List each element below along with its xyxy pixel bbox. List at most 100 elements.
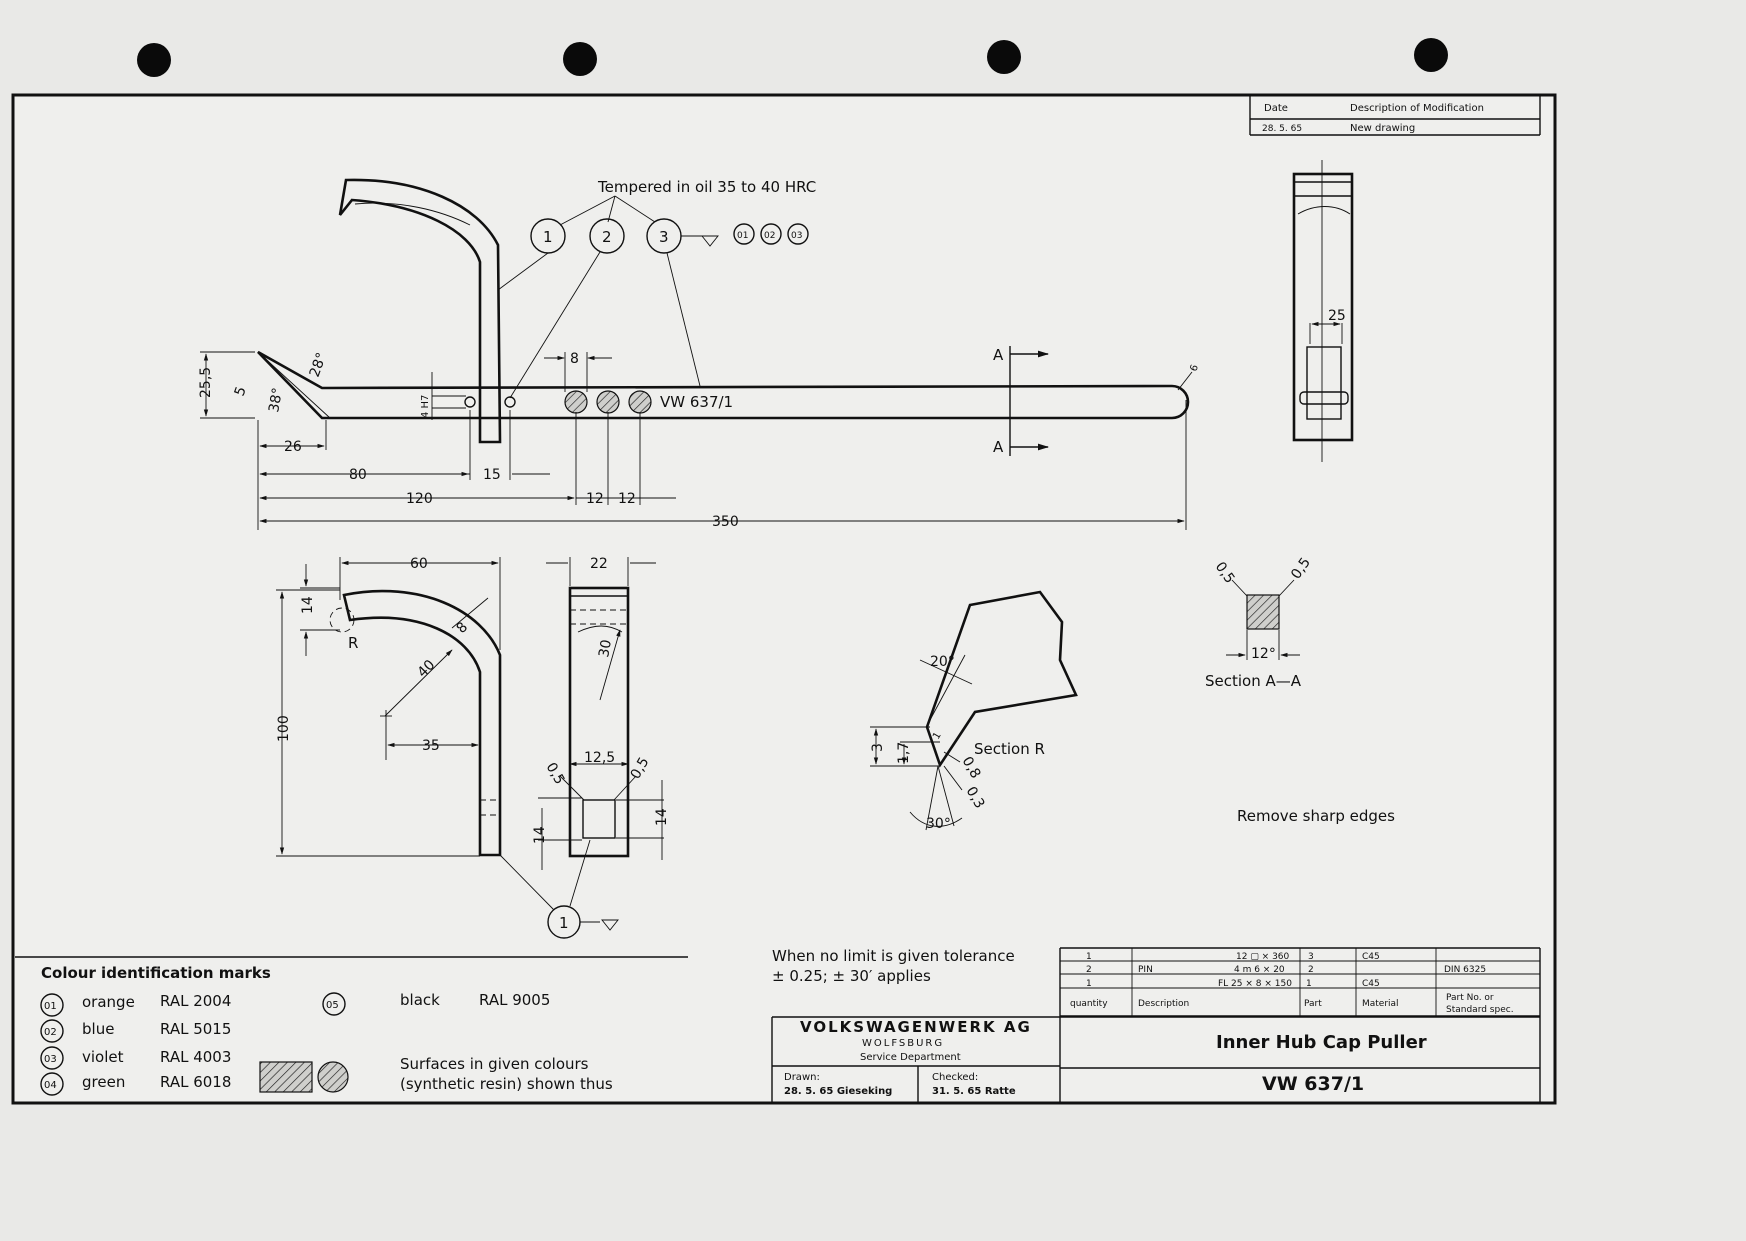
dim-22: 22: [590, 556, 608, 572]
drawn-value: 28. 5. 65 Gieseking: [784, 1086, 892, 1097]
dim-6: 6: [1188, 363, 1201, 373]
dim-25-5: 25,5: [198, 367, 214, 398]
callout-2-label: 2: [602, 228, 612, 246]
rev-col-date: Date: [1264, 103, 1288, 114]
colour-mark-02: 02: [764, 231, 775, 241]
legend-name: green: [82, 1073, 125, 1091]
dim-12b: 12: [618, 491, 636, 507]
legend-num: 02: [44, 1027, 57, 1038]
legend-num: 03: [44, 1054, 57, 1065]
legend-name: blue: [82, 1020, 114, 1038]
revision-table: Date Description of Modification 28. 5. …: [1249, 95, 1541, 136]
legend-num: 01: [44, 1001, 57, 1012]
section-aa-label: Section A—A: [1205, 672, 1302, 690]
rev-col-desc: Description of Modification: [1350, 103, 1484, 114]
dim-3: 3: [870, 743, 886, 752]
dim-14-left: 14: [532, 826, 548, 844]
company-dept: Service Department: [860, 1052, 961, 1063]
legend-ral: RAL 9005: [479, 991, 550, 1009]
header-desc: Description: [1138, 999, 1189, 1009]
header-qty: quantity: [1070, 999, 1108, 1009]
dim-80: 80: [349, 467, 367, 483]
colour-legend-title: Colour identification marks: [41, 964, 271, 982]
dim-14-hook: 14: [300, 596, 316, 614]
dim-30: 30: [596, 638, 615, 658]
binder-hole: [137, 43, 171, 77]
section-a-top: A: [993, 346, 1004, 364]
binder-hole: [987, 40, 1021, 74]
section-a-bottom: A: [993, 438, 1004, 456]
dim-350: 350: [712, 514, 739, 530]
dim-35: 35: [422, 738, 440, 754]
legend-name: black: [400, 991, 440, 1009]
part-material: C45: [1362, 952, 1380, 962]
dim-8: 8: [570, 351, 579, 367]
checked-value: 31. 5. 65 Ratte: [932, 1086, 1016, 1097]
part-num: 3: [1308, 952, 1314, 962]
section-aa-view: 0,5 0,5 12° Section A—A: [1205, 555, 1314, 690]
part-desc: PIN: [1138, 965, 1153, 975]
colour-legend: Colour identification marks 01 orange RA…: [40, 964, 613, 1096]
callout-2: [589, 218, 625, 254]
dim-60: 60: [410, 556, 428, 572]
title-block: VOLKSWAGENWERK AG WOLFSBURG Service Depa…: [771, 1016, 1540, 1103]
part-qty: 1: [1086, 952, 1092, 962]
dim-1-7: 1,7: [896, 742, 912, 764]
dim-12deg: 12°: [1251, 646, 1276, 662]
drawing-title: Inner Hub Cap Puller: [1216, 1032, 1427, 1053]
callout-1-label: 1: [543, 228, 553, 246]
legend-ral: RAL 6018: [160, 1073, 231, 1091]
surfaces-line2: (synthetic resin) shown thus: [400, 1075, 613, 1093]
colour-mark-01: 01: [737, 231, 748, 241]
callout-1-bottom-label: 1: [559, 914, 569, 932]
dim-14-right: 14: [654, 808, 670, 826]
dim-4h7: 4 H7: [420, 395, 431, 418]
legend-name: violet: [82, 1048, 124, 1066]
legend-name: orange: [82, 993, 135, 1011]
part-num: 1: [1306, 979, 1312, 989]
header-material: Material: [1362, 999, 1399, 1009]
binder-hole: [563, 42, 597, 76]
legend-num: 04: [44, 1080, 57, 1091]
dim-25: 25: [1328, 308, 1346, 324]
dim-26: 26: [284, 439, 302, 455]
part-num: 2: [1308, 965, 1314, 975]
rev-date: 28. 5. 65: [1262, 124, 1302, 134]
header-std1: Part No. or: [1446, 993, 1494, 1003]
dim-120: 120: [406, 491, 433, 507]
section-r-label: Section R: [974, 740, 1045, 758]
colour-mark-03: 03: [791, 231, 802, 241]
legend-ral: RAL 5015: [160, 1020, 231, 1038]
part-size: FL 25 × 8 × 150: [1218, 979, 1292, 989]
legend-num: 05: [326, 1000, 339, 1011]
part-qty: 1: [1086, 979, 1092, 989]
company-name: VOLKSWAGENWERK AG: [800, 1018, 1032, 1036]
part-std: DIN 6325: [1444, 965, 1486, 975]
dim-20deg: 20°: [930, 654, 955, 670]
parts-list: 1 12 ▢ × 360 3 C45 2 PIN 4 m 6 × 20 2 DI…: [1059, 947, 1541, 1103]
binder-hole: [1414, 38, 1448, 72]
radius-label: R: [348, 634, 358, 652]
dim-12-5: 12,5: [584, 750, 615, 766]
company-city: WOLFSBURG: [862, 1038, 944, 1049]
checked-label: Checked:: [932, 1072, 978, 1083]
drawing-frame: [11, 93, 1557, 1105]
side-view: 25: [1292, 160, 1354, 462]
dim-1: 1: [931, 730, 944, 741]
dim-12a: 12: [586, 491, 604, 507]
tolerance-line2: ± 0.25; ± 30′ applies: [772, 967, 931, 985]
main-view: VW 637/1 A A Tempered in oil 35 to 40 HR…: [198, 178, 1201, 530]
callout-3-label: 3: [659, 228, 669, 246]
rev-desc: New drawing: [1350, 123, 1415, 134]
part-size: 12 ▢ × 360: [1236, 952, 1290, 962]
surfaces-line1: Surfaces in given colours: [400, 1055, 589, 1073]
dim-28deg: 28°: [307, 351, 331, 380]
part-size: 4 m 6 × 20: [1234, 965, 1285, 975]
legend-ral: RAL 2004: [160, 992, 231, 1010]
drawing-sheet: Date Description of Modification 28. 5. …: [11, 38, 1557, 1105]
remove-edges-note: Remove sharp edges: [1237, 807, 1395, 825]
dim-15: 15: [483, 467, 501, 483]
legend-ral: RAL 4003: [160, 1048, 231, 1066]
tempered-note: Tempered in oil 35 to 40 HRC: [597, 178, 816, 196]
drawing-number: VW 637/1: [1262, 1073, 1364, 1095]
